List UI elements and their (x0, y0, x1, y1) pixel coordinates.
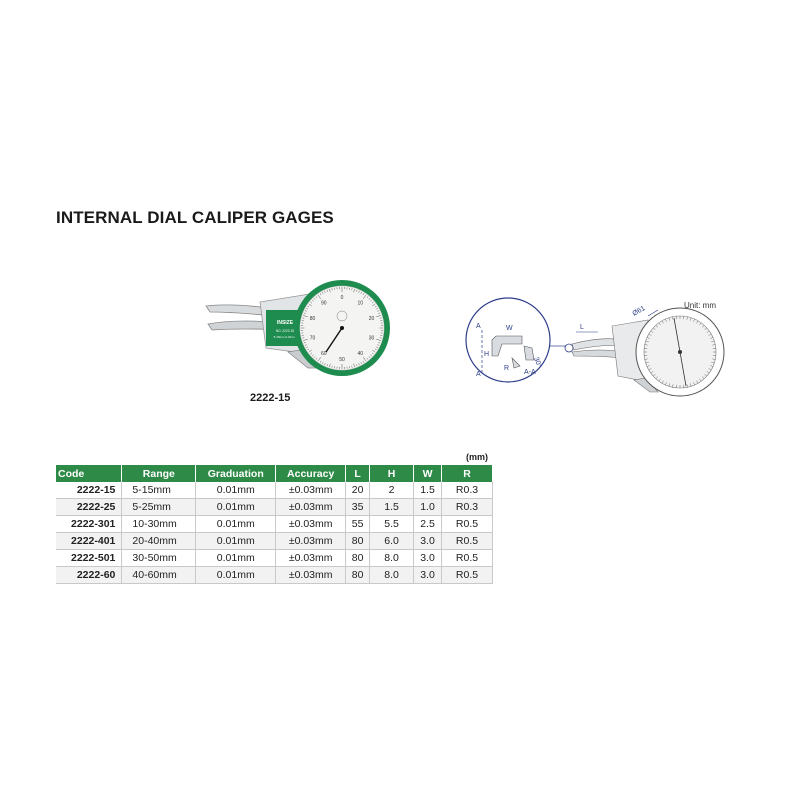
header-l: L (345, 465, 371, 482)
cell-code: 2222-401 (56, 532, 123, 550)
cell-r: R0.3 (441, 482, 493, 499)
dial-number: 50 (339, 357, 345, 363)
cell-w: 3.0 (413, 532, 443, 550)
cell-h: 8.0 (369, 549, 415, 567)
cell-l: 80 (345, 532, 371, 550)
cell-code: 2222-25 (56, 498, 123, 516)
cell-accuracy: ±0.03mm (275, 482, 347, 499)
dial-number: 30 (369, 335, 375, 341)
cell-range: 5-25mm (121, 498, 197, 516)
cell-graduation: 0.01mm (195, 549, 277, 567)
dimension-label-h: H (484, 351, 489, 358)
cell-code: 2222-15 (56, 482, 123, 499)
cell-code: 2222-501 (56, 549, 123, 567)
cell-graduation: 0.01mm (195, 498, 277, 516)
angle-label: 30° (532, 356, 543, 369)
cell-l: 80 (345, 566, 371, 584)
section-label-a-bottom: A (476, 371, 481, 378)
dimension-label-w: W (506, 325, 513, 332)
cell-w: 2.5 (413, 515, 443, 533)
unit-label: Unit: mm (684, 301, 716, 310)
range-text: 5-15mm 0.01mm (274, 335, 297, 339)
dial-number: 10 (357, 301, 363, 307)
cell-graduation: 0.01mm (195, 566, 277, 584)
dimension-label-l: L (580, 324, 584, 331)
dial-number: 60 (321, 351, 327, 357)
table-header-row: Code Range Graduation Accuracy L H W R (56, 465, 493, 482)
cell-accuracy: ±0.03mm (275, 566, 347, 584)
dial-number: 0 (341, 295, 344, 301)
cell-l: 20 (345, 482, 371, 499)
dial-number: 70 (310, 335, 316, 341)
cell-h: 2 (369, 482, 415, 499)
header-range: Range (121, 465, 197, 482)
header-accuracy: Accuracy (275, 465, 347, 482)
dial-diameter-label: Ø61 (632, 305, 647, 318)
model-number-text: NO. 2222-15 (276, 329, 294, 333)
header-h: H (369, 465, 415, 482)
cell-h: 8.0 (369, 566, 415, 584)
cell-code: 2222-60 (56, 566, 123, 584)
cell-graduation: 0.01mm (195, 515, 277, 533)
cell-graduation: 0.01mm (195, 532, 277, 550)
cell-w: 3.0 (413, 566, 443, 584)
cell-r: R0.5 (441, 566, 493, 584)
dial-number: 80 (310, 316, 316, 322)
cell-h: 5.5 (369, 515, 415, 533)
cell-graduation: 0.01mm (195, 482, 277, 499)
dial-needle (325, 327, 343, 353)
cell-r: R0.5 (441, 532, 493, 550)
dial-number: 40 (357, 351, 363, 357)
dial-ticks (301, 287, 383, 369)
cell-range: 5-15mm (121, 482, 197, 499)
dial-numbers: 0 10 20 30 40 50 60 70 80 90 (310, 295, 375, 363)
cell-accuracy: ±0.03mm (275, 532, 347, 550)
section-label-aa: A-A (524, 369, 536, 376)
brand-logo-text: INSIZE (277, 320, 294, 326)
dial-number: 20 (369, 316, 375, 322)
dimension-label-r: R (504, 365, 509, 372)
cell-r: R0.5 (441, 515, 493, 533)
cell-range: 40-60mm (121, 566, 197, 584)
cell-r: R0.3 (441, 498, 493, 516)
cell-code: 2222-301 (56, 515, 123, 533)
section-label-a-top: A (476, 323, 481, 330)
product-model-label: 2222-15 (250, 392, 291, 404)
cell-w: 1.5 (413, 482, 443, 499)
header-w: W (413, 465, 443, 482)
cell-l: 80 (345, 549, 371, 567)
cell-accuracy: ±0.03mm (275, 549, 347, 567)
cell-accuracy: ±0.03mm (275, 498, 347, 516)
page-title: INTERNAL DIAL CALIPER GAGES (56, 208, 334, 227)
cell-w: 3.0 (413, 549, 443, 567)
dial-number: 90 (321, 301, 327, 307)
cell-range: 30-50mm (121, 549, 197, 567)
cell-accuracy: ±0.03mm (275, 515, 347, 533)
cell-l: 55 (345, 515, 371, 533)
table-unit-note: (mm) (466, 452, 488, 462)
header-r: R (441, 465, 493, 482)
cell-r: R0.5 (441, 549, 493, 567)
header-code: Code (56, 465, 123, 482)
cell-w: 1.0 (413, 498, 443, 516)
cell-h: 6.0 (369, 532, 415, 550)
revolution-counter (336, 310, 348, 322)
cell-range: 10-30mm (121, 515, 197, 533)
header-graduation: Graduation (195, 465, 277, 482)
cell-h: 1.5 (369, 498, 415, 516)
specification-table: Code Range Graduation Accuracy L H W R 2… (56, 465, 493, 584)
caliper-gage-illustration: INSIZE NO. 2222-15 5-15mm 0.01mm 0 10 20 30… (205, 280, 390, 376)
dimension-diagram: A A W H R A-A 30° L Ø61 (465, 297, 725, 397)
diagram-dial-ticks (644, 316, 716, 388)
cell-l: 35 (345, 498, 371, 516)
cell-range: 20-40mm (121, 532, 197, 550)
